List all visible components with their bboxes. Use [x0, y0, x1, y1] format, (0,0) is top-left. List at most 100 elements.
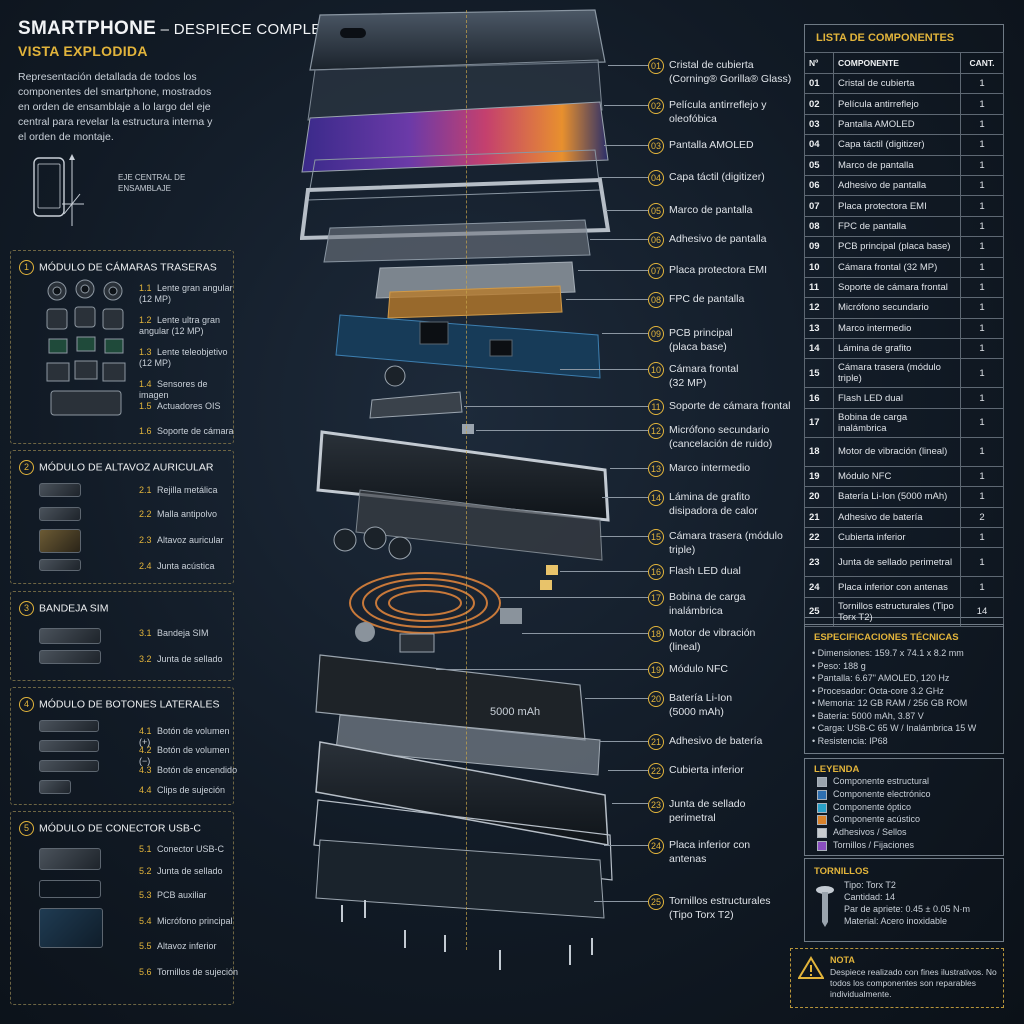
antireflective-film-layer — [307, 59, 603, 121]
row-component: PCB principal (placa base) — [833, 236, 961, 258]
bullet-icon: • — [812, 660, 818, 671]
row-component: Batería Li-Ion (5000 mAh) — [833, 486, 961, 508]
legend-swatch — [817, 841, 827, 851]
spec-item: • Peso: 188 g — [812, 660, 866, 671]
component-list-title: LISTA DE COMPONENTES — [816, 32, 955, 44]
row-quantity: 1 — [960, 113, 1004, 136]
row-component: Bobina de carga inalámbrica — [833, 407, 961, 438]
note-panel — [790, 948, 1004, 1008]
row-quantity: 1 — [960, 215, 1004, 238]
axis-label: EJE CENTRAL DE ENSAMBLAJE — [118, 173, 186, 193]
sim-gasket-illustration — [39, 650, 101, 664]
row-number: 01 — [804, 72, 834, 95]
sim-tray-illustration — [39, 628, 101, 644]
row-component: Capa táctil (digitizer) — [833, 134, 961, 156]
leader-line — [464, 406, 648, 407]
screw-spec-item: Tipo: Torx T2 — [844, 880, 896, 890]
leader-line — [578, 270, 648, 271]
row-quantity: 1 — [960, 486, 1004, 508]
leader-line — [610, 468, 648, 469]
row-number: 22 — [804, 527, 834, 549]
rear-camera-part — [333, 526, 412, 560]
row-component: Cubierta inferior — [833, 527, 961, 549]
legend-panel — [804, 758, 1004, 856]
camera-cutout — [340, 28, 366, 38]
cover-glass-layer — [309, 9, 606, 71]
row-number: 20 — [804, 486, 834, 508]
spec-item: • Resistencia: IP68 — [812, 735, 888, 746]
row-quantity: 1 — [960, 317, 1004, 340]
row-number: 17 — [804, 407, 834, 438]
row-component: Junta de sellado perimetral — [833, 547, 961, 578]
legend-label: Componente electrónico — [833, 788, 931, 799]
screw-spec-item: Material: Acero inoxidable — [844, 916, 948, 926]
battery-label: 5000 mAh — [490, 706, 540, 718]
intro-text: Representación detallada de todos los co… — [18, 71, 213, 143]
leader-line — [566, 299, 648, 300]
row-quantity: 1 — [960, 407, 1004, 438]
leader-line — [600, 536, 648, 537]
leader-line — [594, 901, 648, 902]
wireless-coil-part — [349, 572, 501, 634]
legend-title: LEYENDA — [814, 764, 860, 775]
dust-mesh-illustration — [39, 507, 81, 521]
row-number: 25 — [804, 596, 834, 627]
display-frame-layer — [300, 177, 611, 241]
bullet-icon: • — [812, 735, 818, 746]
display-fpc-layer — [387, 285, 563, 319]
row-number: 05 — [804, 154, 834, 176]
usbc-connector-illustration — [39, 848, 101, 870]
led-flash-part — [540, 580, 552, 590]
front-camera-bracket-part — [369, 391, 463, 419]
legend-swatch — [817, 815, 827, 826]
display-adhesive-layer — [323, 219, 591, 263]
leader-line — [436, 669, 648, 670]
row-number: 12 — [804, 297, 834, 319]
row-quantity: 1 — [960, 256, 1004, 278]
bullet-icon: • — [812, 698, 818, 708]
spec-item: • Batería: 5000 mAh, 3.87 V — [812, 710, 924, 721]
spec-item: • Pantalla: 6.67" AMOLED, 120 Hz — [812, 673, 950, 683]
row-quantity: 2 — [960, 506, 1004, 529]
leader-line — [585, 698, 648, 699]
row-number: 14 — [804, 338, 834, 360]
row-quantity: 1 — [960, 154, 1004, 176]
leader-line — [604, 145, 648, 146]
bottom-antenna-board-layer — [315, 839, 605, 919]
row-quantity: 1 — [960, 527, 1004, 549]
row-number: 24 — [804, 576, 834, 598]
specs-panel — [804, 624, 1004, 754]
leader-line — [560, 571, 648, 572]
row-quantity: 1 — [960, 358, 1004, 389]
spec-item: • Memoria: 12 GB RAM / 256 GB ROM — [812, 698, 968, 708]
row-component: Marco de pantalla — [833, 154, 961, 176]
